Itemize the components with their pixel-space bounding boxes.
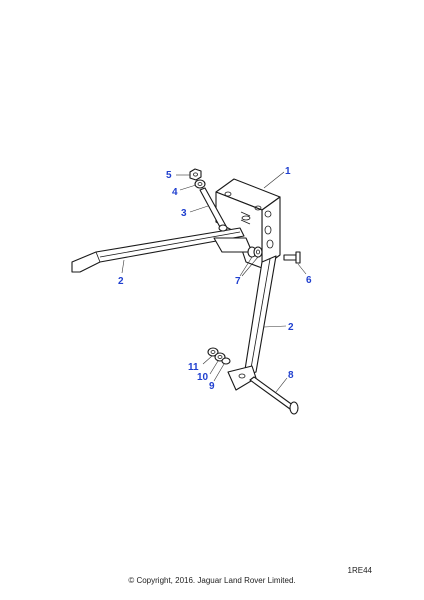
washers-7 bbox=[247, 246, 263, 258]
callout-8: 8 bbox=[288, 370, 294, 381]
copyright-notice: © Copyright, 2016. Jaguar Land Rover Lim… bbox=[128, 576, 296, 585]
callout-2-lower: 2 bbox=[288, 322, 294, 333]
bolt-8 bbox=[249, 376, 299, 415]
callout-4: 4 bbox=[172, 187, 178, 198]
bolt-6 bbox=[283, 251, 301, 264]
nut-5 bbox=[189, 168, 202, 181]
callout-3: 3 bbox=[181, 208, 187, 219]
fixings-9-10-11 bbox=[207, 347, 231, 365]
callout-5: 5 bbox=[166, 170, 172, 181]
callout-2-upper: 2 bbox=[118, 276, 124, 287]
washer-4 bbox=[194, 179, 206, 189]
callouts: 1 2 2 3 4 5 6 7 8 9 10 11 bbox=[118, 166, 312, 392]
callout-10: 10 bbox=[197, 372, 209, 383]
diagram-reference-code: 1RE44 bbox=[347, 566, 372, 575]
callout-1: 1 bbox=[285, 166, 291, 177]
bolt-3 bbox=[199, 187, 228, 232]
leader-lines bbox=[121, 171, 307, 393]
callout-7: 7 bbox=[235, 276, 241, 287]
lower-stay bbox=[227, 255, 277, 391]
callout-6: 6 bbox=[306, 275, 312, 286]
callout-9: 9 bbox=[209, 381, 215, 392]
upper-stay bbox=[71, 227, 253, 273]
callout-11: 11 bbox=[188, 362, 199, 373]
